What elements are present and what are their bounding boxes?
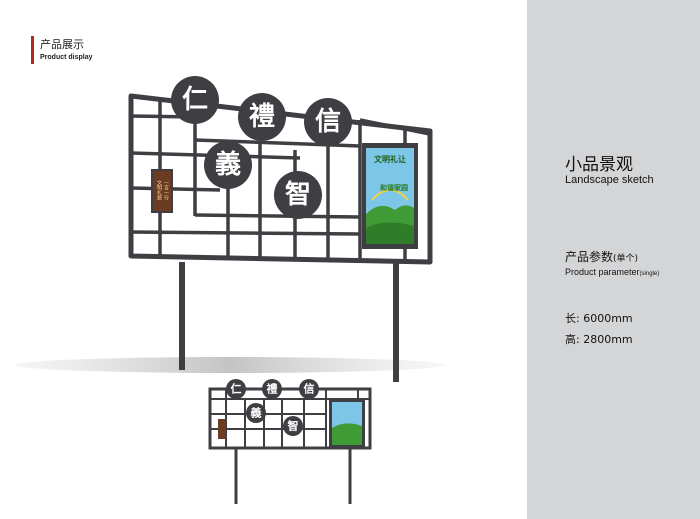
side-panel	[151, 169, 173, 213]
info-panel	[527, 0, 700, 519]
product-name-zh: 小品景观	[565, 155, 633, 175]
ground-shadow	[15, 357, 445, 373]
length-label: 长:	[565, 312, 580, 325]
side-panel-line-2: 一言一行	[163, 180, 169, 201]
header-accent-bar	[31, 36, 34, 64]
height-spec: 高: 2800mm	[565, 331, 633, 347]
product-name-en: Landscape sketch	[565, 174, 654, 186]
svg-text:智: 智	[288, 419, 299, 433]
param-title-en-note: (single)	[639, 271, 660, 277]
param-title-zh-note: (单个)	[613, 254, 639, 264]
side-panel-small	[218, 419, 226, 439]
poster-subtitle: 和谐家园	[379, 183, 408, 192]
circle-li: 禮	[238, 93, 286, 141]
circle-zhi-small: 智	[283, 416, 303, 436]
circle-ren-glyph: 仁	[182, 85, 208, 115]
svg-text:禮: 禮	[267, 382, 278, 396]
poster-large: 文明礼让 和谐家园	[362, 143, 418, 249]
circle-li-glyph: 禮	[249, 102, 275, 132]
height-value: 2800mm	[583, 333, 633, 346]
height-label: 高:	[565, 333, 580, 346]
circle-li-small: 禮	[262, 379, 282, 399]
svg-text:仁: 仁	[231, 382, 242, 396]
param-title-zh: 产品参数(单个)	[565, 248, 638, 265]
svg-text:義: 義	[251, 406, 262, 420]
circle-zhi-glyph: 智	[285, 180, 311, 210]
header-title-zh: 产品展示	[40, 38, 84, 51]
param-title-en-main: Product parameter	[565, 267, 640, 277]
circle-ren-small: 仁	[226, 379, 246, 399]
circle-xin-glyph: 信	[315, 107, 341, 137]
circle-ren: 仁	[171, 76, 219, 124]
circle-xin: 信	[304, 98, 352, 146]
circle-yi: 義	[204, 141, 252, 189]
svg-text:信: 信	[304, 382, 315, 396]
circle-xin-small: 信	[299, 379, 319, 399]
poster-title: 文明礼让	[374, 154, 406, 164]
poster-small	[329, 399, 365, 448]
side-panel-line-1: 文明礼貌	[156, 179, 162, 200]
circle-yi-small: 義	[246, 403, 266, 423]
circle-yi-glyph: 義	[215, 150, 241, 180]
header-title-en: Product display	[40, 54, 93, 61]
length-spec: 长: 6000mm	[565, 310, 633, 326]
length-value: 6000mm	[583, 312, 633, 325]
param-title-en: Product parameter(single)	[565, 267, 659, 277]
circle-zhi: 智	[274, 171, 322, 219]
param-title-zh-main: 产品参数	[565, 250, 614, 264]
